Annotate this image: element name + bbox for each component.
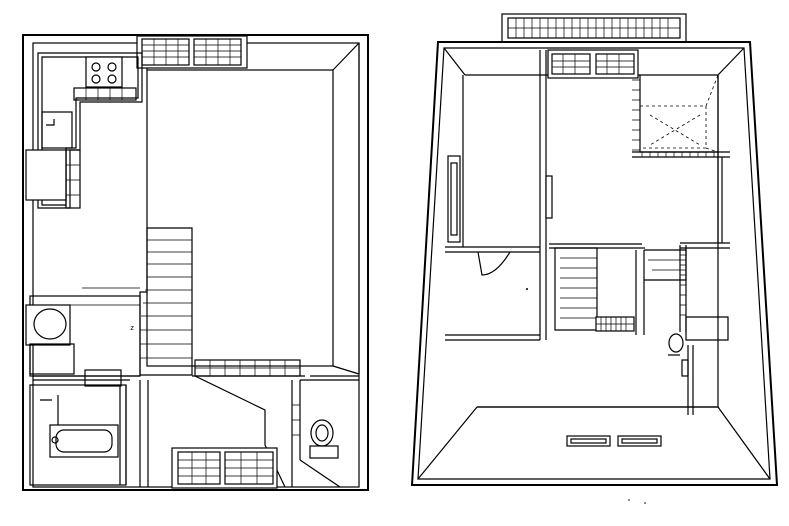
stove-icon	[85, 56, 123, 88]
upper-stairs-right	[635, 245, 687, 335]
upper-floor-plan	[410, 13, 779, 504]
upper-floor-vents	[566, 435, 662, 447]
upper-bathroom	[668, 316, 729, 415]
bathroom-right	[291, 380, 341, 488]
upper-right-wall	[680, 152, 730, 249]
hallway	[139, 375, 286, 489]
fridge-icon	[25, 149, 67, 201]
ground-floor-plan: z	[22, 34, 369, 491]
upper-top-window	[501, 13, 687, 43]
upper-floor-area	[417, 47, 771, 480]
upper-left-door	[447, 155, 461, 243]
laundry: z	[25, 287, 141, 377]
toilet-icon	[310, 419, 334, 447]
ground-lower-walls	[33, 359, 359, 381]
ground-inner-wall	[32, 42, 360, 488]
bathroom-left	[29, 369, 127, 486]
upper-stairs-left	[554, 247, 635, 332]
upper-outer-wall	[410, 41, 779, 486]
main-room	[146, 42, 360, 375]
upper-skylight	[632, 74, 730, 158]
sink-icon	[41, 111, 73, 149]
ground-stairs	[139, 227, 193, 376]
upper-left-room	[445, 50, 547, 341]
upper-small-marks	[628, 499, 646, 504]
vent-right	[617, 435, 662, 447]
vent-left	[566, 435, 611, 447]
kitchen	[25, 52, 143, 209]
ground-top-window	[136, 35, 248, 69]
ground-outer-wall	[22, 34, 369, 491]
upper-toilet-icon	[668, 333, 684, 353]
svg-text:z: z	[130, 324, 134, 332]
upper-center-room	[545, 49, 645, 249]
